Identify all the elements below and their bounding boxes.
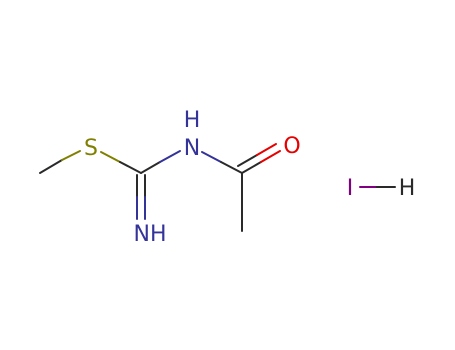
bond-carbon-amide-n [140,161,161,174]
bond-methyl-sulfur [39,159,63,174]
bond-amide-n-carbonyl [220,161,243,174]
atom-label-carbonyl-o: O [283,134,300,159]
atom-label-sulfur: S [84,136,98,161]
bond-carbonyl-double-2 [237,154,258,167]
atom-label-imine-nh: NH [134,222,167,247]
atom-labels: S H N O NH I H [84,108,415,247]
bond-carbonyl-double-1-o-half [260,150,281,163]
bond-sulfur-carbon [119,161,142,174]
bond-carbonyl-double-1 [241,161,262,174]
bonds [39,143,396,232]
bond-carbonyl-double-2-o-half [256,143,277,156]
bond-methyl-sulfur-s-half [61,150,81,161]
bond-carbon-amide-n-n-half [159,150,181,163]
bond-sulfur-carbon-s-half [100,151,121,163]
atom-label-amide-h: H [184,108,201,133]
atom-label-iodine: I [347,176,354,201]
atom-label-hydrogen: H [399,176,416,201]
bond-amide-n-carbonyl-n-half [201,151,222,163]
atom-label-amide-n: N [184,136,200,161]
